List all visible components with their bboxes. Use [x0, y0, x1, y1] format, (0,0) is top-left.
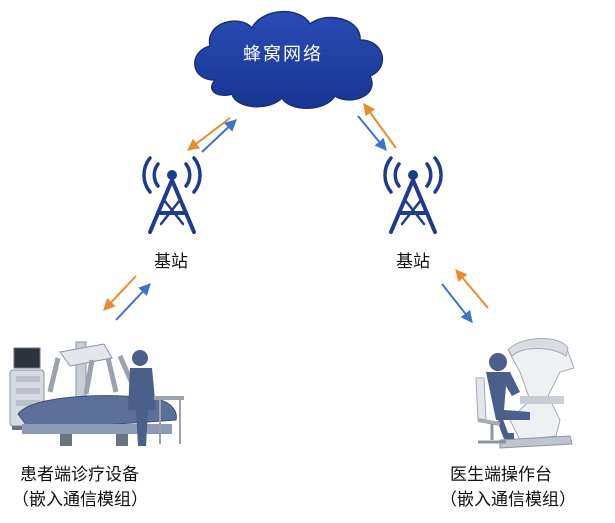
arrows-cloud-right-tower [357, 103, 397, 151]
patient-side-surgical-system-image [9, 341, 184, 446]
cloud-label: 蜂窝网络 [243, 44, 323, 65]
arrows-left-tower-cloud [187, 117, 237, 153]
left-base-station-label: 基站 [154, 252, 188, 272]
surgeon-console-image [475, 337, 575, 449]
arrows-left-tower-patient [103, 275, 151, 321]
surgeon-side-label-line2: （嵌入通信模组） [440, 490, 576, 510]
patient-side-label-line2: （嵌入通信模组） [12, 490, 148, 510]
left-base-station-icon [142, 156, 202, 234]
right-base-station-label: 基站 [396, 252, 430, 272]
patient-side-label-line1: 患者端诊疗设备 [20, 465, 139, 485]
cellular-network-cloud [194, 11, 384, 109]
right-base-station-icon [383, 156, 443, 234]
surgeon-side-label-line1: 医生端操作台 [450, 465, 552, 485]
arrows-right-tower-surgeon [441, 269, 489, 323]
